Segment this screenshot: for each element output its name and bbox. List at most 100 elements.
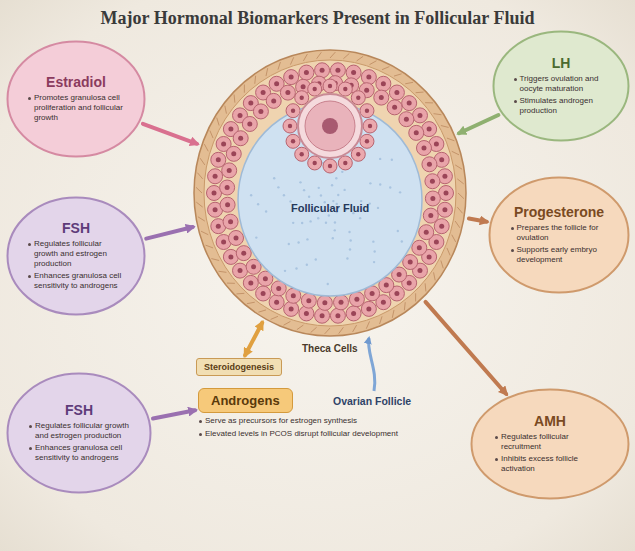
cell-nucleus — [417, 245, 422, 250]
granulosa-cell — [236, 246, 251, 261]
granulosa-cell — [389, 85, 404, 100]
cell-nucleus — [238, 268, 243, 273]
follicle-leader — [369, 338, 375, 391]
amh-bubble: AMHRegulates follicular recruitmentInhib… — [470, 388, 630, 500]
cumulus-cell — [338, 156, 352, 170]
theca-fiber — [225, 106, 227, 114]
theca-fiber — [425, 102, 433, 103]
granulosa-cell — [402, 96, 417, 111]
cell-nucleus — [444, 191, 449, 196]
bubble-shape — [8, 42, 145, 157]
cell-nucleus — [228, 127, 233, 132]
bubble-content: AMHRegulates follicular recruitmentInhib… — [494, 413, 606, 476]
cumulus-cell — [351, 147, 365, 161]
cell-nucleus — [320, 313, 325, 318]
cumulus-cell — [286, 134, 300, 148]
fluid-texture — [257, 203, 259, 205]
fluid-texture — [292, 222, 294, 224]
cell-nucleus — [258, 109, 263, 114]
bubble-shape — [8, 374, 151, 493]
granulosa-cell — [223, 214, 238, 229]
theca-fiber — [311, 327, 317, 332]
cell-nucleus — [335, 313, 340, 318]
theca-fiber — [404, 302, 406, 310]
cell-nucleus — [442, 174, 447, 179]
bubble-content: ProgesteronePrepares the follicle for ov… — [510, 204, 609, 267]
theca-fiber — [197, 173, 202, 179]
bubble-content: EstradiolPromotes granulosa cell prolife… — [27, 74, 125, 125]
granulosa-cell — [317, 295, 332, 310]
theca-fiber — [382, 67, 389, 70]
fluid-texture — [373, 261, 375, 263]
cell-nucleus — [381, 300, 386, 305]
fluid-texture — [359, 217, 361, 219]
granulosa-cell — [243, 275, 258, 290]
cell-nucleus — [234, 235, 239, 240]
bubble-outline — [470, 388, 630, 500]
cell-nucleus — [407, 101, 412, 106]
function-bullet: Regulates follicular recruitment — [494, 432, 606, 452]
cell-nucleus — [328, 164, 332, 168]
fluid-texture — [343, 189, 345, 191]
cell-nucleus — [381, 81, 386, 86]
granulosa-cell — [256, 286, 271, 301]
fluid-texture — [327, 283, 329, 285]
cell-nucleus — [228, 219, 233, 224]
cell-nucleus — [291, 293, 296, 298]
cell-nucleus — [322, 300, 327, 305]
function-bullet: Stimulates androgen production — [513, 96, 610, 116]
cell-nucleus — [442, 207, 447, 212]
cell-nucleus — [227, 168, 232, 173]
cell-nucleus — [320, 68, 325, 73]
function-bullet: Prepares the follicle for ovulation — [510, 223, 609, 243]
estradiol-bubble: EstradiolPromotes granulosa cell prolife… — [6, 40, 146, 158]
fluid-texture — [349, 248, 351, 250]
cell-nucleus — [291, 139, 295, 143]
granulosa-cell — [437, 202, 452, 217]
granulosa-cell — [425, 191, 440, 206]
cell-nucleus — [421, 146, 426, 151]
theca-fiber — [457, 207, 462, 213]
hormone-arrow — [153, 410, 195, 418]
fluid-texture — [299, 181, 301, 183]
oocyte — [305, 101, 355, 151]
part-label: Theca Cells — [302, 343, 358, 354]
fluid-texture — [373, 250, 375, 252]
theca-fiber — [258, 310, 266, 312]
fluid-texture — [308, 196, 310, 198]
function-bullet: Supports early embryo development — [510, 245, 609, 265]
fluid-texture — [334, 221, 336, 223]
cell-nucleus — [247, 121, 252, 126]
theca-fiber — [200, 158, 205, 165]
cell-nucleus — [365, 108, 369, 112]
cell-nucleus — [276, 286, 281, 291]
bubble-content: FSHRegulates follicular growth and estro… — [28, 402, 130, 465]
cell-nucleus — [366, 75, 371, 80]
theca-fiber — [196, 187, 202, 193]
bubble-content: LHTriggers ovulation and oocyte maturati… — [513, 55, 610, 118]
fluid-texture — [295, 267, 297, 269]
process-box: Steroidogenesis — [196, 358, 282, 376]
fluid-texture — [318, 187, 320, 189]
cell-nucleus — [379, 95, 384, 100]
bubble-shape — [8, 198, 145, 315]
cell-nucleus — [263, 276, 268, 281]
androgens-heading: Androgens — [198, 388, 293, 413]
cumulus-cell — [360, 104, 374, 118]
cell-nucleus — [335, 68, 340, 73]
fluid-label: Follicular Fluid — [291, 202, 369, 214]
function-bullet: Regulates follicular growth and estrogen… — [28, 421, 130, 441]
granulosa-cell — [242, 116, 257, 131]
fluid-texture — [301, 222, 303, 224]
fluid-texture — [360, 200, 362, 202]
bubble-content: FSHRegulates follicular growth and estro… — [27, 220, 125, 293]
fsh-bubble: FSHRegulates follicular growth and estro… — [6, 196, 146, 316]
bubble-shape — [490, 178, 629, 293]
fluid-texture — [389, 186, 391, 188]
cell-nucleus — [304, 311, 309, 316]
fluid-texture — [297, 241, 299, 243]
cell-nucleus — [407, 280, 412, 285]
cell-nucleus — [365, 139, 369, 143]
fluid-texture — [399, 191, 401, 193]
granulosa-cell — [376, 76, 391, 91]
